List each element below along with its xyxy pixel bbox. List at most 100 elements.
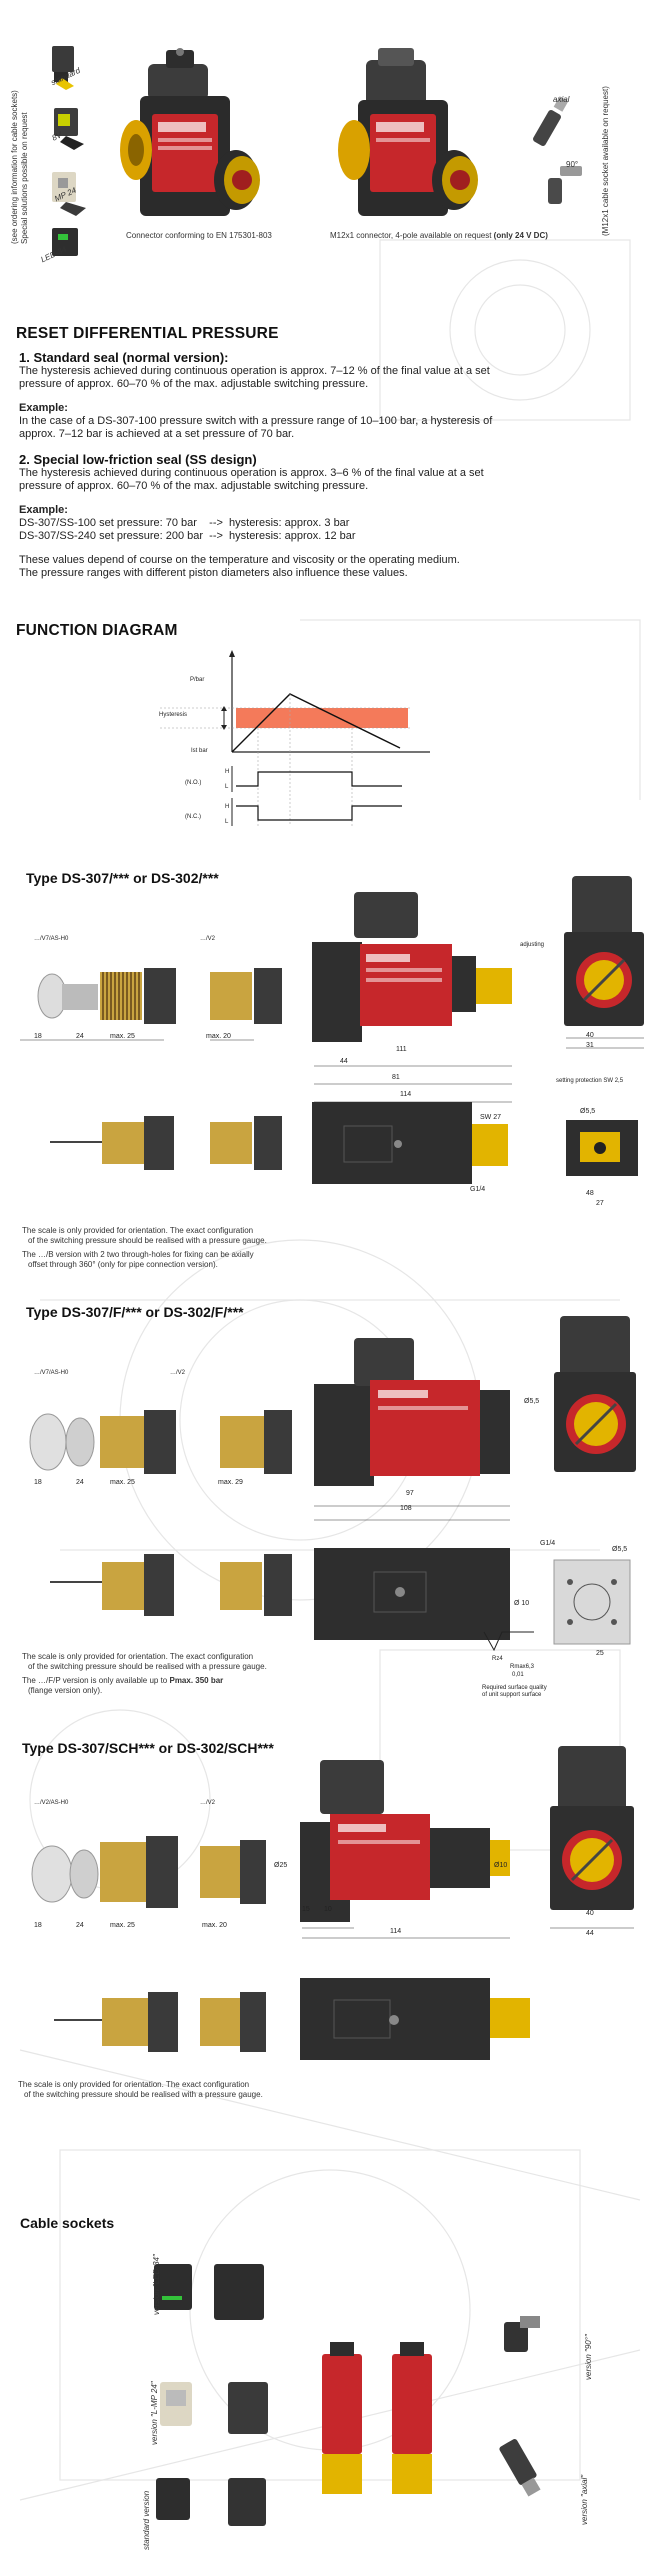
product-photo-m12 [338, 48, 478, 216]
type3-dim-10: Ø10 [494, 1862, 508, 1869]
type3-dim-3: max. 20 [202, 1922, 227, 1929]
type2-dim-2: max. 25 [110, 1479, 135, 1486]
cable-version-90: version "90°" [584, 2334, 593, 2380]
ex2-title: Example: [19, 504, 68, 516]
ex2-line-2: DS-307/SS-240 set pressure: 200 bar --> … [19, 530, 356, 542]
type2-note-1b: of the switching pressure should be real… [28, 1662, 267, 1671]
type1-dim-2: max. 25 [110, 1033, 135, 1040]
cable-title: Cable sockets [20, 2215, 115, 2231]
roughness-3: 0,01 [512, 1672, 524, 1678]
type2-note-2a: The …/F/P version is only available up t… [22, 1676, 223, 1686]
type3-dim-9: Ø25 [274, 1862, 288, 1869]
label-hysteresis: Hysteresis [159, 712, 188, 718]
type1-note-1a: The scale is only provided for orientati… [22, 1226, 254, 1235]
type1-dim-6: 81 [392, 1074, 400, 1081]
ex2-line-1: DS-307/SS-100 set pressure: 70 bar --> h… [19, 517, 350, 529]
type3-label-v7: …/V2/AS-H0 [34, 1800, 69, 1806]
m12-socket-photos [533, 96, 582, 204]
type3-note-1a: The scale is only provided for orientati… [18, 2080, 250, 2089]
type2-dim-3: max. 29 [218, 1479, 243, 1486]
label-no-l: L [225, 784, 229, 790]
surface-note-2: of unit support surface [482, 1692, 542, 1698]
label-90: 90° [566, 160, 579, 169]
footer-line-2: The pressure ranges with different pisto… [19, 567, 408, 579]
type3-dim-4: 15 [302, 1906, 310, 1913]
cable-version-std: standard version [142, 2490, 151, 2550]
type2-note-2-text: The …/F/P version is only available up t… [22, 1676, 170, 1685]
function-diagram [160, 650, 430, 826]
type2-drawings [29, 1316, 636, 1652]
ex1-text-2: approx. 7–12 bar is achieved at a set pr… [19, 428, 295, 440]
s2-text-2: pressure of approx. 60–70 % of the max. … [19, 480, 369, 492]
type1-dim-1: 24 [76, 1033, 84, 1040]
type3-label-v2: …/V2 [200, 1800, 216, 1806]
type2-dim-7: G1/4 [540, 1540, 556, 1547]
type1-dim-0: 18 [34, 1033, 42, 1040]
cable-sockets-photos [154, 2264, 432, 2526]
type2-title: Type DS-307/F/*** or DS-302/F/*** [26, 1304, 244, 1320]
s2-text-1: The hysteresis achieved during continuou… [19, 467, 484, 479]
footer-line-1: These values depend of course on the tem… [19, 554, 460, 566]
type1-dim-14: Ø5,5 [580, 1108, 596, 1115]
type3-dim-8: 44 [586, 1930, 594, 1937]
section-title-reset: RESET DIFFERENTIAL PRESSURE [16, 325, 279, 342]
s1-text-1: The hysteresis achieved during continuou… [19, 365, 490, 377]
type1-dim-12: 48 [586, 1190, 594, 1197]
ex1-text-1: In the case of a DS-307-100 pressure swi… [19, 415, 493, 427]
type1-label-adjusting: adjusting [520, 942, 545, 948]
label-nc: (N.C.) [185, 814, 201, 820]
type3-dim-2: max. 25 [110, 1922, 135, 1929]
label-nc-l: L [225, 819, 229, 825]
cable-version-mp: version "L-MP 24" [150, 2381, 159, 2445]
type1-dim-4: 44 [340, 1058, 348, 1065]
type1-dim-3: max. 20 [206, 1033, 231, 1040]
type1-label-v2: …/V2 [200, 936, 216, 942]
type1-title: Type DS-307/*** or DS-302/*** [26, 870, 219, 886]
type1-dim-11: G1/4 [470, 1186, 486, 1193]
type3-note-1b: of the switching pressure should be real… [24, 2090, 263, 2099]
label-axial: axial [553, 95, 570, 104]
type2-note-2-bold: Pmax. 350 bar [169, 1676, 224, 1685]
caption-m12-bold: (only 24 V DC) [493, 231, 548, 240]
type2-dim-0: 18 [34, 1479, 42, 1486]
surface-note-1: Required surface quality [482, 1685, 547, 1691]
s2-title: 2. Special low-friction seal (SS design) [19, 452, 257, 467]
cable-version-axial: version "axial" [580, 2474, 589, 2525]
type1-dim-8: 40 [586, 1032, 594, 1039]
type1-label-v7: …/V7/AS-H0 [34, 936, 69, 942]
caption-m12-connector: M12x1 connector, 4-pole available on req… [330, 231, 548, 240]
type1-drawings [20, 876, 644, 1184]
type2-dim-8: Ø5,5 [612, 1546, 628, 1553]
type1-dim-9: 31 [586, 1042, 594, 1049]
type2-dim-6: Ø5,5 [524, 1398, 540, 1405]
type1-note-2b: offset through 360° (only for pipe conne… [28, 1260, 218, 1269]
type3-dim-7: 40 [586, 1910, 594, 1917]
type3-dim-0: 18 [34, 1922, 42, 1929]
s1-title: 1. Standard seal (normal version): [19, 350, 229, 365]
side-note-ordering: (see ordering information for cable sock… [10, 90, 19, 244]
roughness-2: Rmax6,3 [510, 1664, 535, 1670]
type2-note-1a: The scale is only provided for orientati… [22, 1652, 254, 1661]
type3-title: Type DS-307/SCH*** or DS-302/SCH*** [22, 1740, 274, 1756]
socket-thumbnails [52, 46, 86, 256]
roughness-1: Rz4 [492, 1656, 503, 1662]
type2-dim-4: 97 [406, 1490, 414, 1497]
label-no: (N.O.) [185, 780, 202, 786]
type2-label-v2: …/V2 [170, 1370, 186, 1376]
type1-dim-13: 27 [596, 1200, 604, 1207]
caption-m12-prefix: M12x1 connector, 4-pole available on req… [330, 231, 494, 240]
s1-text-2: pressure of approx. 60–70 % of the max. … [19, 378, 369, 390]
label-no-h: H [225, 769, 230, 775]
type2-note-2b: (flange version only). [28, 1686, 103, 1695]
caption-connector-en: Connector conforming to EN 175301-803 [126, 231, 272, 240]
type2-dim-5: 108 [400, 1505, 412, 1512]
type3-drawings [31, 1746, 634, 2060]
cable-version-led: version "LED-34" [152, 2254, 161, 2315]
side-note-special: Special solutions possible on request [20, 112, 29, 244]
type2-dim-9: 25 [596, 1650, 604, 1657]
type3-dim-6: 114 [390, 1928, 402, 1935]
type2-dim-10: Ø 10 [514, 1600, 530, 1607]
type1-dim-5: 111 [396, 1046, 407, 1053]
type1-dim-7: 114 [400, 1091, 412, 1098]
cable-sockets-m12 [499, 2316, 541, 2497]
